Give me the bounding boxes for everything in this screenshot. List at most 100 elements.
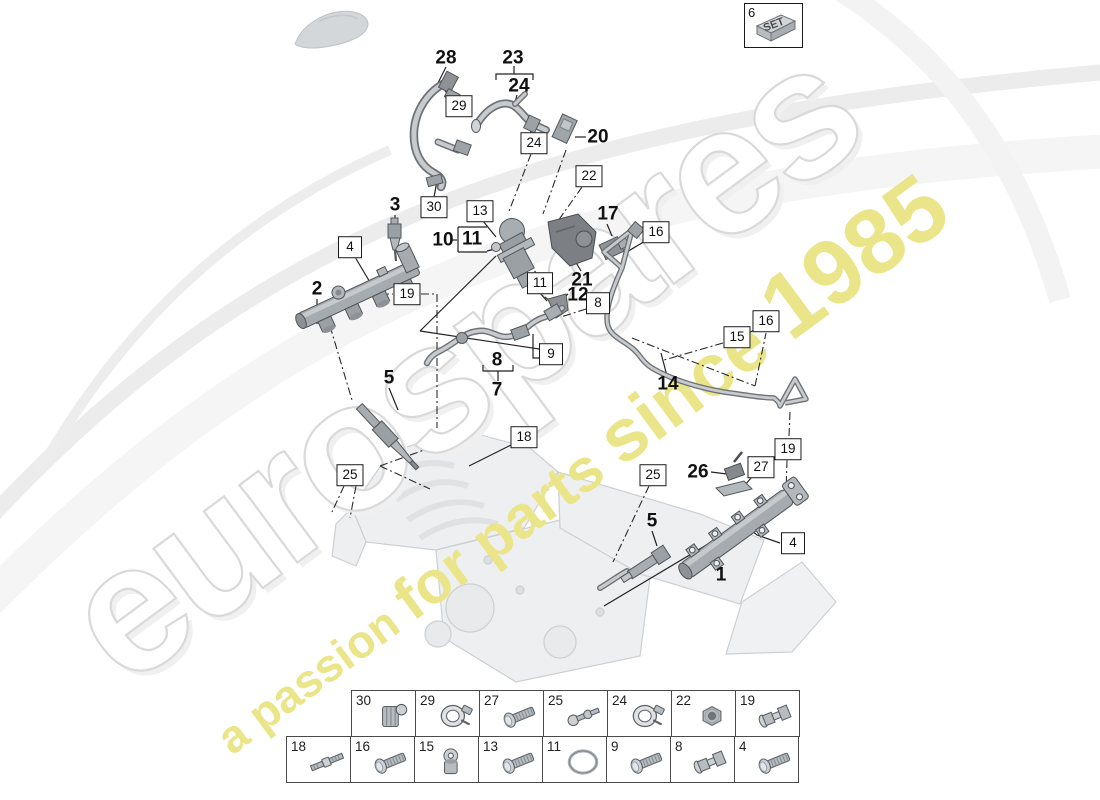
high-pressure-pump xyxy=(491,218,536,289)
callout-8-bold: 8 xyxy=(491,349,503,371)
legend-part-number: 13 xyxy=(483,739,499,754)
legend-part-number: 9 xyxy=(611,739,619,754)
connector-20 xyxy=(551,113,578,145)
callout-box-4-right: 4 xyxy=(781,532,805,554)
legend-part-number: 11 xyxy=(547,739,562,754)
legend-cell-8: 8 xyxy=(670,736,735,783)
legend-part-number: 19 xyxy=(740,693,756,708)
clamp-eyelet-icon xyxy=(434,744,476,780)
set-box-number: 6 xyxy=(748,5,756,20)
union-icon xyxy=(690,744,732,780)
callout-box-8: 8 xyxy=(586,292,610,314)
callout-box-29: 29 xyxy=(445,95,473,117)
o-ring-icon xyxy=(562,744,604,780)
callout-28: 28 xyxy=(435,47,457,69)
hose-clamp-icon xyxy=(627,698,669,734)
stud-icon xyxy=(306,744,348,780)
set-package-icon: SET xyxy=(755,14,797,42)
legend-cell-4: 4 xyxy=(734,736,799,783)
callout-24-bold: 24 xyxy=(508,75,530,97)
callout-box-19-right: 19 xyxy=(774,438,802,460)
callout-7: 7 xyxy=(491,379,503,401)
callout-20: 20 xyxy=(587,126,609,148)
legend-table-row-1: 30 29 27 25 24 22 19 xyxy=(351,690,800,737)
legend-cell-22: 22 xyxy=(671,690,736,737)
legend-part-number: 24 xyxy=(612,693,628,708)
set-box: 6 SET xyxy=(744,3,803,48)
callout-26: 26 xyxy=(687,461,709,483)
callout-box-13: 13 xyxy=(466,200,494,222)
legend-cell-29: 29 xyxy=(415,690,480,737)
bracket-26-27 xyxy=(715,451,753,497)
legend-part-number: 18 xyxy=(291,739,307,754)
callout-box-24: 24 xyxy=(520,132,548,154)
fuel-injector-left xyxy=(355,402,420,471)
callout-14: 14 xyxy=(657,373,679,395)
legend-part-number: 4 xyxy=(739,739,747,754)
callout-box-27: 27 xyxy=(747,456,775,478)
fuel-pipe-23-24 xyxy=(471,91,550,134)
legend-part-number: 16 xyxy=(355,739,371,754)
engine-block-sketch xyxy=(331,429,837,683)
fuel-line-14 xyxy=(601,220,809,409)
callout-box-19-left: 19 xyxy=(393,283,421,305)
callout-box-11: 11 xyxy=(526,272,554,294)
fuel-injector-right xyxy=(597,544,672,591)
legend-cell-11: 11 xyxy=(542,736,607,783)
callout-12: 12 xyxy=(567,284,589,306)
callout-5-left: 5 xyxy=(383,367,395,389)
fuel-pipe-28 xyxy=(409,70,472,192)
callout-21: 21 xyxy=(571,269,593,291)
callout-11-bold: 11 xyxy=(461,228,483,250)
screw-icon xyxy=(498,744,540,780)
retaining-clip-icon xyxy=(371,698,413,734)
callout-10: 10 xyxy=(432,229,454,251)
legend-cell-9: 9 xyxy=(606,736,671,783)
hose-clamp-icon xyxy=(435,698,477,734)
screw-icon xyxy=(626,744,668,780)
union-screw-icon xyxy=(755,698,797,734)
dash-dot-leader-lines xyxy=(329,149,791,563)
legend-cell-13: 13 xyxy=(478,736,543,783)
legend-cell-25: 25 xyxy=(543,690,608,737)
callout-2: 2 xyxy=(311,278,323,300)
legend-cell-15: 15 xyxy=(414,736,479,783)
callout-1: 1 xyxy=(715,564,727,586)
screw-icon xyxy=(754,744,796,780)
callout-5-right: 5 xyxy=(646,510,658,532)
callout-box-25-left: 25 xyxy=(336,464,364,486)
legend-part-number: 29 xyxy=(420,693,436,708)
legend-cell-16: 16 xyxy=(350,736,415,783)
callout-box-30: 30 xyxy=(420,196,448,218)
legend-part-number: 15 xyxy=(419,739,435,754)
legend-part-number: 27 xyxy=(484,693,500,708)
legend-cell-30: 30 xyxy=(351,690,416,737)
legend-cell-24: 24 xyxy=(607,690,672,737)
legend-cell-19: 19 xyxy=(735,690,800,737)
legend-part-number: 22 xyxy=(676,693,692,708)
legend-cell-18: 18 xyxy=(286,736,351,783)
callout-17: 17 xyxy=(597,203,619,225)
callout-box-4-left: 4 xyxy=(338,236,362,258)
fuel-rail-right xyxy=(678,476,809,580)
callout-box-25-right: 25 xyxy=(639,464,667,486)
parts xyxy=(295,70,809,591)
screw-icon xyxy=(499,698,541,734)
legend-part-number: 30 xyxy=(356,693,372,708)
car-silhouette xyxy=(294,10,369,49)
legend-part-number: 25 xyxy=(548,693,564,708)
callout-23: 23 xyxy=(502,47,524,69)
bracket-21 xyxy=(547,213,597,267)
callout-box-22: 22 xyxy=(575,165,603,187)
legend-part-number: 8 xyxy=(675,739,683,754)
callout-box-15: 15 xyxy=(723,326,751,348)
nut-icon xyxy=(691,698,733,734)
fuel-pipe-7-8 xyxy=(423,303,566,367)
callout-box-16-lower: 16 xyxy=(752,310,780,332)
screw-icon xyxy=(370,744,412,780)
callout-box-9: 9 xyxy=(539,343,563,365)
ball-stud-icon xyxy=(563,698,605,734)
legend-cell-27: 27 xyxy=(479,690,544,737)
